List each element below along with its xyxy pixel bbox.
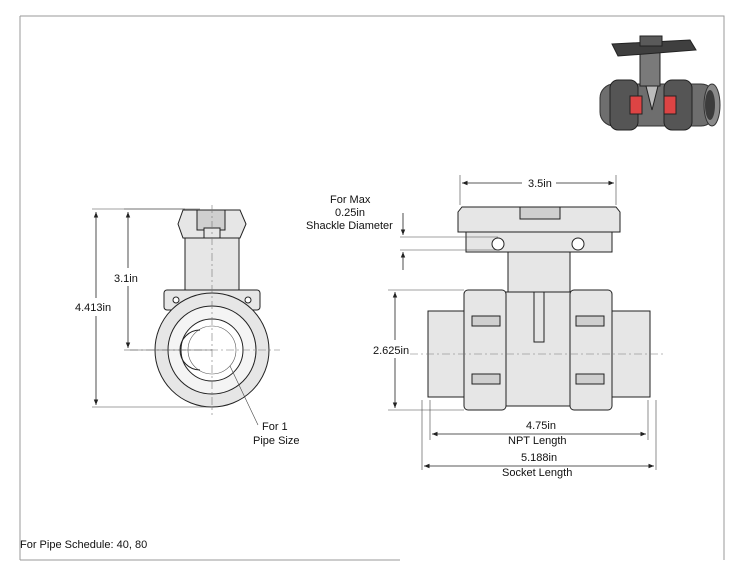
dim-height-inner: 3.1in bbox=[114, 273, 138, 285]
pipe-size-label-line2: Pipe Size bbox=[253, 435, 299, 447]
shackle-label-line3: Shackle Diameter bbox=[306, 220, 393, 232]
dim-top-width: 3.5in bbox=[528, 178, 552, 190]
sheet-border bbox=[20, 15, 725, 560]
dim-height-outer: 4.413in bbox=[75, 302, 111, 314]
valve-end-view bbox=[130, 205, 280, 426]
dim-npt-value: 4.75in bbox=[526, 420, 556, 432]
shackle-label-line2: 0.25in bbox=[335, 207, 365, 219]
shackle-label-line1: For Max bbox=[330, 194, 371, 206]
dim-npt-label: NPT Length bbox=[508, 435, 567, 447]
side-view-dimensions bbox=[388, 175, 657, 470]
valve-side-view bbox=[410, 206, 665, 411]
end-view-dimensions bbox=[92, 208, 212, 408]
pipe-schedule-note: For Pipe Schedule: 40, 80 bbox=[20, 539, 148, 551]
valve-isometric-render bbox=[599, 35, 721, 131]
dim-socket-label: Socket Length bbox=[502, 467, 572, 479]
pipe-size-label-line1: For 1 bbox=[262, 421, 288, 433]
dim-right-height: 2.625in bbox=[373, 345, 409, 357]
dim-socket-value: 5.188in bbox=[521, 452, 557, 464]
